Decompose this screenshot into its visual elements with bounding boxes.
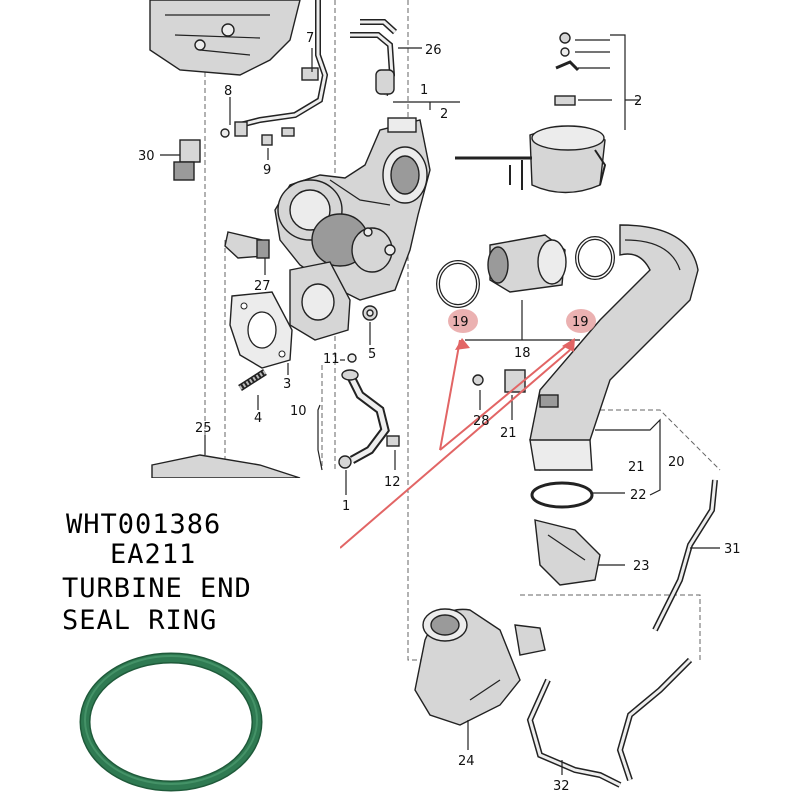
callout-1-bottom: 1	[342, 499, 350, 514]
product-name-line1: TURBINE END	[62, 573, 252, 604]
wastegate-small-parts	[554, 32, 612, 106]
callout-28: 28	[473, 414, 490, 429]
seal-rings-19	[436, 236, 615, 308]
callout-19-left-hl: 19	[452, 315, 469, 330]
product-name-line2: SEAL RING	[62, 605, 218, 636]
callout-3: 3	[283, 377, 291, 392]
stud-4	[238, 369, 267, 391]
callout-2-right: 2	[634, 94, 642, 109]
callout-5: 5	[368, 347, 376, 362]
callout-18: 18	[514, 346, 531, 361]
engine-code: EA211	[110, 539, 197, 570]
sensor-27	[224, 231, 270, 259]
hose-31	[652, 479, 718, 632]
seal-ring-22	[530, 481, 594, 509]
water-pump-24	[414, 608, 546, 726]
callout-12: 12	[384, 475, 401, 490]
callout-labels: 7 26 8 1 2 2 30 9 27 19 19 18 11 5 3 4 1…	[138, 31, 741, 794]
callout-30: 30	[138, 149, 155, 164]
bracket-23	[534, 519, 601, 586]
callout-26: 26	[425, 43, 442, 58]
callout-27: 27	[254, 279, 271, 294]
coolant-pipe-26	[350, 19, 398, 96]
part-number: WHT001386	[66, 509, 222, 540]
product-info-panel: WHT001386 EA211 TURBINE END SEAL RING	[0, 478, 340, 800]
callout-22: 22	[630, 488, 647, 503]
callout-2-mid: 2	[440, 107, 448, 122]
pipe-32	[526, 657, 693, 788]
sensor-30	[173, 139, 201, 181]
callout-21-mid: 21	[500, 426, 517, 441]
leader-lines	[160, 34, 720, 775]
turbocharger	[274, 117, 431, 301]
callout-25: 25	[195, 421, 212, 436]
callout-1-top: 1	[420, 83, 428, 98]
oil-return-line-10	[338, 353, 400, 469]
callout-20: 20	[668, 455, 685, 470]
callout-9: 9	[263, 163, 271, 178]
callout-21-right: 21	[628, 460, 645, 475]
oil-supply-line	[239, 0, 329, 137]
turbine-flange	[289, 261, 351, 341]
charge-air-pipe-20	[472, 224, 699, 472]
callout-4: 4	[254, 411, 262, 426]
heat-shield-25	[151, 454, 301, 479]
callout-7: 7	[306, 31, 314, 46]
callout-19-overlay: 19 19	[452, 315, 589, 330]
callout-10: 10	[290, 404, 307, 419]
callout-31: 31	[724, 542, 741, 557]
bolts-8-9	[220, 121, 273, 146]
highlight-pointers	[339, 338, 575, 549]
gasket-3	[229, 291, 293, 369]
callout-23: 23	[633, 559, 650, 574]
heat-shield-top	[149, 0, 301, 76]
callout-19-right-hl: 19	[572, 315, 589, 330]
callout-8: 8	[224, 84, 232, 99]
callout-11: 11	[323, 352, 340, 367]
seal-ring-photo	[79, 652, 263, 792]
connector-18	[487, 234, 567, 293]
nut-5	[362, 305, 378, 321]
highlighted-callouts-19	[448, 309, 596, 333]
wastegate-actuator	[455, 125, 607, 194]
callout-24: 24	[458, 754, 475, 769]
callout-32: 32	[553, 779, 570, 794]
